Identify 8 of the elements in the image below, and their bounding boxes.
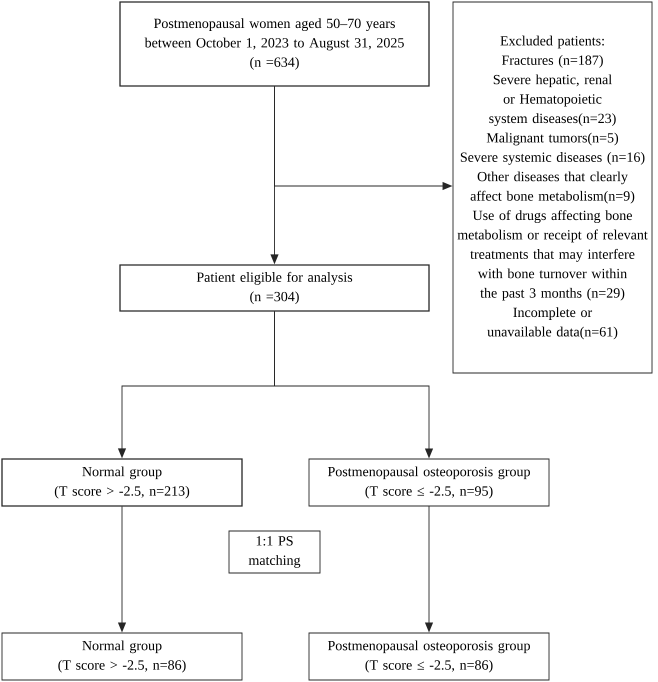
process-box: Normal group (T score > -2.5, n=86) <box>2 632 242 680</box>
process-box: Postmenopausal osteoporosis group (T score ≤ -2.5, n=95) <box>308 458 550 506</box>
process-box: Postmenopausal osteoporosis group (T score ≤ -2.5, n=86) <box>308 632 550 680</box>
process-box: Postmenopausal women aged 50–70 years between October 1, 2023 to August 31, 2025 (n =634) <box>119 1 430 87</box>
note-box: 1:1 PS matching <box>228 530 320 574</box>
process-box: Patient eligible for analysis (n =304) <box>119 264 430 312</box>
process-box: Excluded patients: Fractures (n=187) Severe hepatic, renal or Hematopoietic system diseases(n=23) Malignant tumors(n=5) Severe systemic diseases (n=16) Other diseases that clearly affect bone metabolism(n=9) Use of drugs affecting bone metabolism or receipt of relevant treatments that may interfere with bone turnover within the past 3 months (n=29) Incomplete or unavailable data(n=61) <box>452 2 652 374</box>
process-box: Normal group (T score > -2.5, n=213) <box>1 458 243 507</box>
